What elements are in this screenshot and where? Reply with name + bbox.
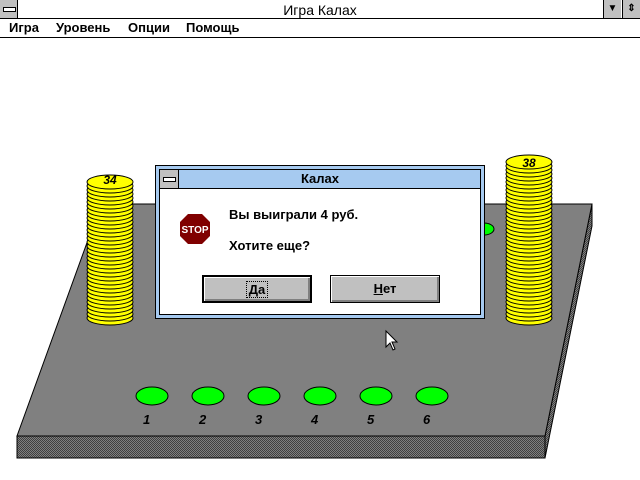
- pit-6[interactable]: [415, 386, 449, 406]
- window-title: Игра Калах: [283, 2, 357, 18]
- pit-4[interactable]: [303, 386, 337, 406]
- coin: [505, 154, 553, 170]
- no-button[interactable]: Нет: [330, 275, 440, 303]
- store-right: [505, 154, 553, 326]
- pit-3[interactable]: [247, 386, 281, 406]
- menu-level[interactable]: Уровень: [56, 20, 111, 35]
- mouse-cursor: [385, 329, 399, 351]
- minimize-button[interactable]: ▼: [603, 0, 621, 18]
- pit-label: 6: [423, 412, 431, 427]
- dialog-title-bar: Калах: [160, 170, 480, 189]
- dialog-question: Хотите еще?: [229, 238, 311, 253]
- pit-label: 2: [198, 412, 207, 427]
- store-left-count: 34: [103, 173, 117, 187]
- store-right-count: 38: [522, 156, 536, 170]
- svg-text:STOP: STOP: [181, 225, 208, 236]
- system-menu-button[interactable]: [0, 0, 18, 18]
- coin: [86, 174, 134, 190]
- pit-label: 5: [367, 412, 375, 427]
- title-bar: Игра Калах ▼ ⇕: [0, 0, 640, 19]
- menu-help[interactable]: Помощь: [186, 20, 240, 35]
- stop-icon: STOP: [180, 214, 210, 244]
- pit-label: 4: [310, 412, 319, 427]
- pit-1[interactable]: [135, 386, 169, 406]
- pit-5[interactable]: [359, 386, 393, 406]
- pit-label: 1: [143, 412, 150, 427]
- maximize-button[interactable]: ⇕: [622, 0, 640, 18]
- pit-label: 3: [255, 412, 263, 427]
- yes-button[interactable]: Да: [202, 275, 312, 303]
- dialog-system-menu-button[interactable]: [160, 170, 179, 188]
- menu-game[interactable]: Игра: [9, 20, 39, 35]
- menu-options[interactable]: Опции: [128, 20, 170, 35]
- board-front-face: [16, 435, 546, 459]
- dialog-title: Калах: [300, 171, 340, 186]
- store-left: [86, 174, 134, 326]
- dialog-message: Вы выиграли 4 руб.: [229, 207, 359, 222]
- message-dialog: Калах STOP Вы выиграли 4 руб. Хотите еще…: [155, 165, 485, 319]
- menu-bar: Игра Уровень Опции Помощь: [0, 19, 640, 38]
- pit-2[interactable]: [191, 386, 225, 406]
